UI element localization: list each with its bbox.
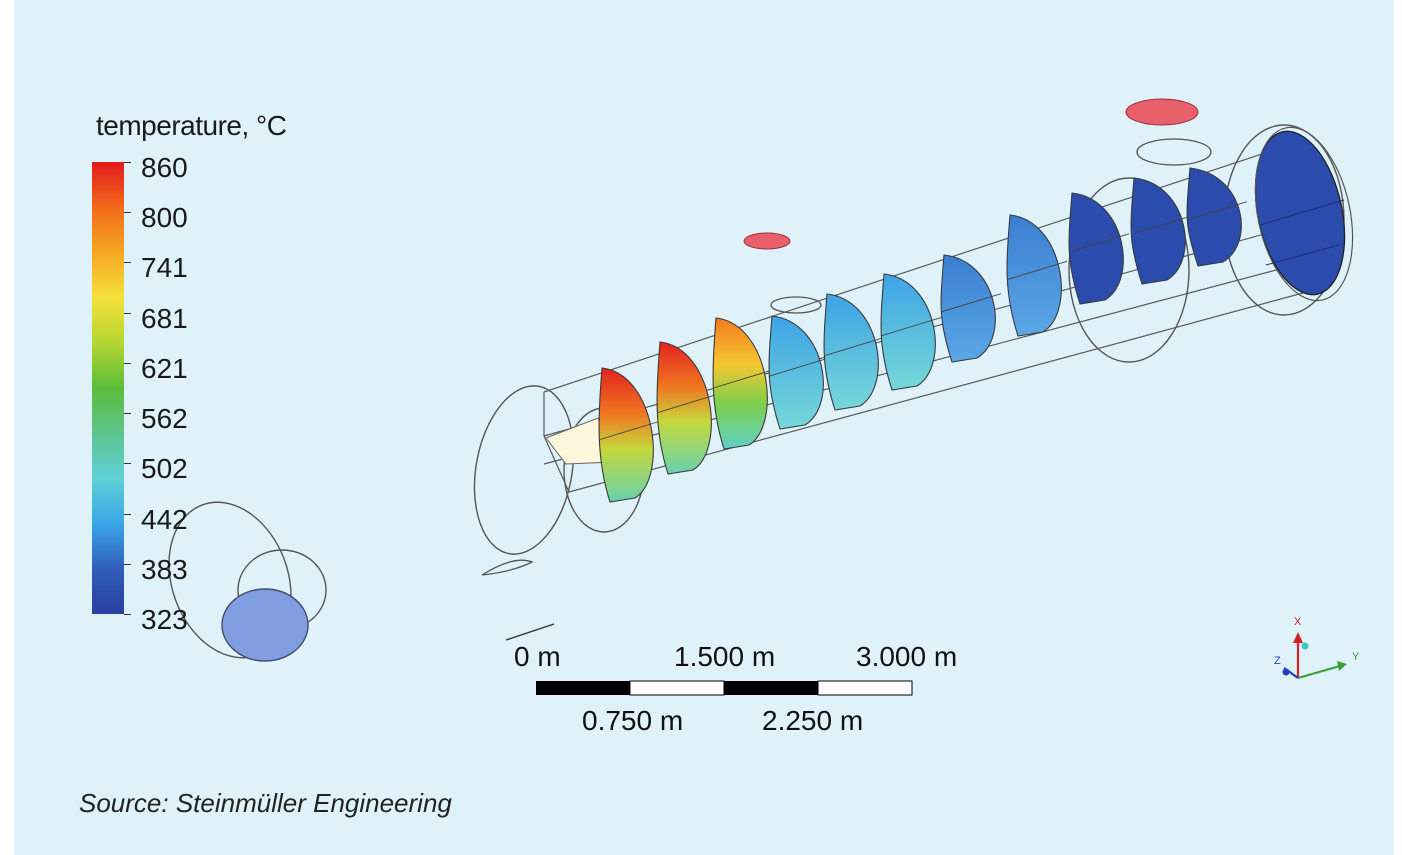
wire-loop xyxy=(1254,126,1354,302)
colorbar-tick-label: 860 xyxy=(141,152,188,183)
hot-spot xyxy=(1125,98,1199,126)
colorbar-tick-label: 741 xyxy=(141,252,188,284)
triad-origin xyxy=(1301,642,1309,650)
scale-segment xyxy=(724,681,818,695)
scale-segment xyxy=(629,680,725,696)
temperature-slice xyxy=(1006,214,1062,337)
figure-panel: temperature, °C 860 800 741 681 621 562 502 442… xyxy=(14,0,1394,855)
slice-gridline xyxy=(1007,260,1068,280)
temperature-slice xyxy=(656,341,712,475)
slice-gridline xyxy=(1131,215,1192,235)
colorbar-tick-mark xyxy=(124,463,131,465)
temperature-slice xyxy=(940,254,996,363)
colorbar-tick-label: 800 xyxy=(141,202,188,234)
colorbar-tick-mark xyxy=(124,563,131,565)
scale-label-1500: 1.500 m xyxy=(674,641,776,672)
slice-gridline xyxy=(769,357,830,377)
hot-spot xyxy=(743,232,791,250)
cfd-scene xyxy=(168,98,1354,696)
temperature-slice xyxy=(1186,167,1242,267)
slice-gridline xyxy=(1187,201,1248,221)
temperature-slice xyxy=(880,273,936,391)
scale-label-750: 0.750 m xyxy=(582,705,684,736)
scale-bar xyxy=(536,680,913,696)
temperature-slice xyxy=(1130,177,1186,285)
slice-gridline xyxy=(824,337,885,357)
colorbar-tick-label: 621 xyxy=(141,352,188,384)
colorbar-tick-mark xyxy=(124,312,131,314)
scale-label-2250: 2.250 m xyxy=(762,705,864,736)
triad-x-label: X xyxy=(1294,616,1302,628)
temperature-slices xyxy=(598,167,1248,503)
scale-label-3000: 3.000 m xyxy=(856,641,958,672)
legend-title: temperature, °C xyxy=(96,110,287,141)
scale-segment xyxy=(817,680,913,696)
slice-gridline xyxy=(713,369,774,389)
colorbar-tick-mark xyxy=(124,413,131,415)
colorbar-tick-mark xyxy=(124,212,131,214)
wire-loop xyxy=(1068,177,1190,363)
wire-loop xyxy=(481,559,534,576)
temperature-slice xyxy=(598,367,654,503)
source-caption: Source: Steinmüller Engineering xyxy=(79,788,452,818)
colorbar-tick-mark xyxy=(124,162,131,163)
triad-z-label: Z xyxy=(1274,655,1281,667)
colorbar-tick-label: 562 xyxy=(141,403,188,435)
colorbar-tick-label: 383 xyxy=(141,553,188,585)
slice-gridline xyxy=(881,317,942,337)
colorbar-tick-label: 442 xyxy=(141,503,188,535)
colorbar-tick-label: 323 xyxy=(141,604,188,635)
scale-segment xyxy=(536,681,630,695)
colorbar-tick-label: 681 xyxy=(141,302,188,334)
wire-loop xyxy=(473,385,575,555)
slice-gridline xyxy=(657,393,718,413)
temperature-slice xyxy=(1068,192,1124,305)
slice-gridline xyxy=(1069,233,1130,253)
triad-y-label: Y xyxy=(1352,651,1360,663)
colorbar-tick-mark xyxy=(124,362,131,364)
inlet-disk xyxy=(221,588,309,662)
colorbar-tick-mark xyxy=(124,513,131,515)
slice-gridline xyxy=(599,421,660,440)
colorbar-tick-label: 502 xyxy=(141,453,188,485)
wire-loop xyxy=(770,296,822,314)
temperature-slice xyxy=(712,317,768,450)
colorbar-tick-mark xyxy=(124,262,131,264)
wire-loop xyxy=(1136,138,1212,166)
orientation-triad xyxy=(1282,632,1347,680)
colorbar-tick-mark xyxy=(124,614,131,615)
temperature-slice xyxy=(823,293,879,411)
temperature-slice xyxy=(768,315,824,430)
scale-pointer xyxy=(505,623,555,641)
slice-gridline xyxy=(941,293,1002,313)
y-axis-arrow xyxy=(1297,664,1341,680)
temperature-colorbar xyxy=(92,162,124,614)
scale-label-0: 0 m xyxy=(514,641,561,672)
